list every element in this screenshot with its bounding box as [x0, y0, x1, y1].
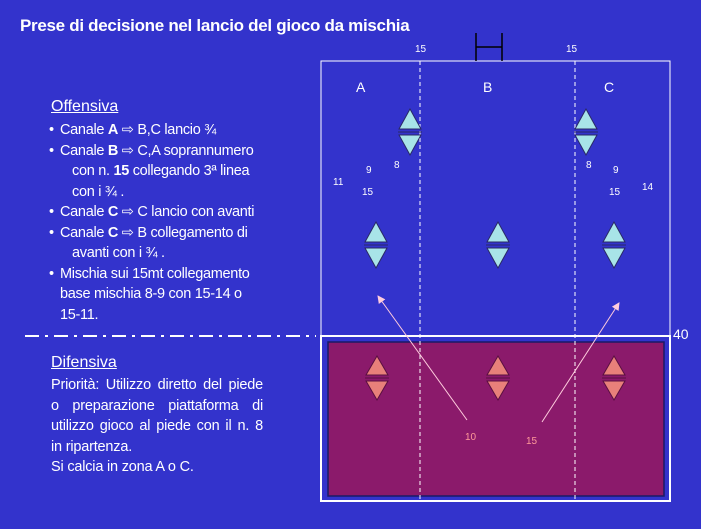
offensive-bullet-channel-a: Canale A ⇨ B,C lancio ¾ — [49, 120, 254, 141]
line-15m-right-label: 15 — [566, 44, 578, 55]
defensive-heading: Difensiva — [51, 354, 117, 371]
slide-title: Prese di decisione nel lancio del gioco … — [20, 16, 410, 35]
field-outline — [320, 60, 671, 502]
player-number: 11 — [333, 177, 344, 188]
goal-posts-icon — [475, 33, 503, 61]
player-number: 9 — [613, 165, 619, 176]
attack-marker — [486, 220, 510, 270]
offensive-list: Canale A ⇨ B,C lancio ¾ Canale B ⇨ C,A s… — [49, 120, 255, 326]
channel-b-label: B — [483, 79, 492, 95]
attack-marker — [574, 107, 598, 157]
line-15m-left-label: 15 — [415, 44, 427, 55]
defense-marker — [486, 355, 510, 401]
kick-arrow-to-c — [541, 302, 620, 423]
attack-marker — [364, 220, 388, 270]
attack-marker — [398, 107, 422, 157]
offensive-heading: Offensiva — [51, 98, 119, 115]
arrow-right-icon: ⇨ — [121, 142, 134, 159]
player-number: 8 — [394, 160, 400, 171]
arrow-right-icon: ⇨ — [121, 204, 134, 220]
channel-a-label: A — [356, 79, 366, 95]
arrow-right-icon: ⇨ — [121, 122, 134, 138]
channel-c-label: C — [604, 79, 614, 95]
offensive-bullet-channel-c: Canale C ⇨ C lancio con avanti — [49, 202, 255, 223]
arrow-right-icon: ⇨ — [121, 224, 134, 241]
kick-label-15: 15 — [526, 436, 538, 447]
line-40m-label: 40 — [673, 326, 689, 342]
defense-marker — [365, 355, 389, 401]
player-number: 15 — [362, 187, 374, 198]
defense-marker — [602, 355, 626, 401]
kick-arrow-to-a — [377, 295, 468, 421]
player-number: 15 — [609, 187, 621, 198]
player-number: 14 — [642, 182, 654, 193]
player-number: 9 — [366, 165, 372, 176]
kick-label-10: 10 — [465, 432, 477, 443]
attack-marker — [602, 220, 626, 270]
player-number: 8 — [586, 160, 592, 171]
defensive-text: Priorità: Utilizzo diretto del piede o p… — [51, 377, 263, 475]
